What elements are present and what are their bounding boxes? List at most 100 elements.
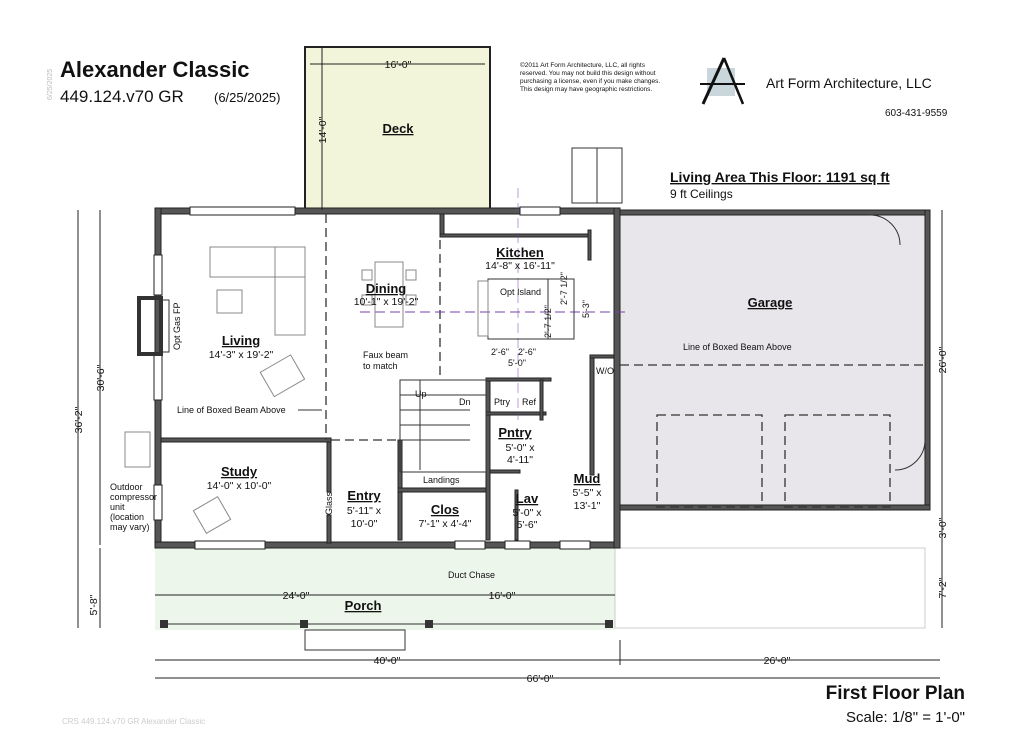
- faux-beam-label-2: to match: [363, 361, 398, 371]
- landings-label: Landings: [423, 475, 460, 485]
- compressor-note: Outdoor compressor unit (location may va…: [110, 482, 157, 532]
- watermark: CRS 449.124.v70 GR Alexander Classic: [62, 717, 205, 726]
- room-kitchen: Kitchen: [496, 245, 544, 260]
- dim-overall-width: 66'-0": [527, 673, 554, 685]
- desk-chair: [192, 496, 232, 534]
- refrigerator-outdoor: [571, 147, 623, 204]
- island-dim: 2'-7 1/2": [543, 305, 553, 338]
- driveway-area: [614, 547, 926, 629]
- entry-size-1: 5'-11" x: [347, 505, 382, 517]
- compressor-unit: [124, 431, 151, 468]
- ceiling-height: 9 ft Ceilings: [670, 187, 733, 201]
- boxed-beam-label-living: Line of Boxed Beam Above: [177, 405, 286, 415]
- dim-garage-width: 26'-0": [764, 655, 791, 667]
- room-clos: Clos: [431, 502, 459, 517]
- copyright-line: ©2011 Art Form Architecture, LLC, all ri…: [520, 61, 646, 69]
- compressor-note-line: (location: [110, 512, 144, 522]
- plan-date: (6/25/2025): [214, 90, 281, 105]
- refrigerator-label: Ref: [522, 397, 537, 407]
- room-pntry: Pntry: [498, 425, 532, 440]
- side-date-stamp: 6/25/2025: [47, 69, 54, 100]
- dim-overall-depth: 36'-2": [73, 406, 85, 433]
- dim-house-depth: 30'-6": [95, 364, 107, 391]
- dimension-lines: [77, 47, 943, 679]
- plan-title: First Floor Plan: [826, 683, 965, 704]
- compressor-note-line: may vary): [110, 522, 150, 532]
- armchair: [259, 354, 306, 398]
- room-porch: Porch: [345, 598, 382, 613]
- island-dim: 2'-6": [518, 347, 536, 357]
- interior-walls: [160, 213, 615, 544]
- kitchen-island: [477, 278, 575, 340]
- fireplace: [137, 296, 170, 356]
- lav-size-1: 5'-0" x: [512, 507, 542, 519]
- porch-area: [155, 548, 615, 630]
- kitchen-size: 14'-8" x 16'-11": [485, 260, 555, 272]
- company-phone: 603-431-9559: [885, 108, 948, 119]
- mud-size-2: 13'-1": [574, 500, 601, 512]
- exterior-walls: [153, 206, 931, 550]
- stair-down-label: Dn: [459, 397, 471, 407]
- room-garage: Garage: [748, 295, 793, 310]
- room-living: Living: [222, 333, 260, 348]
- dim-porch-right: 16'-0": [489, 590, 516, 602]
- living-size: 14'-3" x 19'-2": [209, 349, 274, 361]
- entry-size-2: 10'-0": [351, 518, 378, 530]
- stair-up-label: Up: [415, 389, 427, 399]
- dining-table: [361, 261, 417, 328]
- dim-deck-width: 16'-0": [385, 59, 412, 71]
- living-area: Living Area This Floor: 1191 sq ft: [670, 169, 890, 185]
- study-size: 14'-0" x 10'-0": [207, 480, 272, 492]
- mud-size-1: 5'-5" x: [572, 487, 602, 499]
- dim-garage-depth: 26'-0": [937, 346, 949, 373]
- plan-code: 449.124.v70 GR: [60, 87, 184, 106]
- dim-deck-depth: 14'-0": [317, 116, 329, 143]
- dim-garage-step: 3'-0": [937, 517, 949, 538]
- room-mud: Mud: [574, 471, 601, 486]
- island-dim: 2'-7 1/2": [559, 272, 569, 305]
- pntry-size-1: 5'-0" x: [505, 442, 535, 454]
- garage-area: [620, 213, 925, 510]
- lav-size-2: 5'-6": [517, 519, 538, 531]
- opt-island-label: Opt Island: [500, 287, 541, 297]
- pantry-label: Ptry: [494, 397, 511, 407]
- glass-door-label: Glass: [324, 491, 334, 515]
- company-name: Art Form Architecture, LLC: [766, 75, 932, 91]
- dim-porch-left: 24'-0": [283, 590, 310, 602]
- copyright-line: This design may have geographic restrict…: [520, 86, 652, 93]
- garage-rear-door[interactable]: [894, 439, 926, 471]
- boxed-beam-label-garage: Line of Boxed Beam Above: [683, 342, 792, 352]
- dim-porch-depth: 5'-8": [88, 594, 100, 615]
- island-dim: 5'-0": [508, 358, 526, 368]
- sectional-sofa: [209, 246, 306, 336]
- porch-columns: [160, 620, 613, 628]
- faux-beam-label: Faux beam: [363, 350, 408, 360]
- compressor-note-line: unit: [110, 502, 125, 512]
- island-dim: 5'-3": [581, 300, 591, 318]
- staircase: [399, 379, 487, 473]
- dim-house-width: 40'-0": [374, 655, 401, 667]
- compressor-note-line: compressor: [110, 492, 157, 502]
- plan-name: Alexander Classic: [60, 57, 250, 82]
- room-lav: Lav: [516, 491, 539, 506]
- pntry-size-2: 4'-11": [507, 454, 533, 466]
- ottoman: [216, 289, 243, 314]
- room-deck: Deck: [382, 121, 414, 136]
- copyright-line: purchasing a license, even if you make c…: [520, 78, 660, 85]
- duct-chase-label: Duct Chase: [448, 570, 495, 580]
- island-dim: 2'-6": [491, 347, 509, 357]
- opt-gas-fp-label: Opt Gas FP: [172, 302, 182, 350]
- walk-in-label: W/O: [596, 366, 614, 376]
- plan-scale: Scale: 1/8" = 1'-0": [846, 709, 965, 726]
- porch-steps: [304, 629, 406, 651]
- room-study: Study: [221, 464, 258, 479]
- copyright-notice: ©2011 Art Form Architecture, LLC, all ri…: [520, 61, 660, 93]
- garage-side-door[interactable]: [869, 214, 901, 246]
- dining-size: 10'-1" x 19'-2": [354, 296, 419, 308]
- room-dining: Dining: [366, 281, 406, 296]
- copyright-line: reserved. You may not build this design …: [520, 70, 656, 77]
- room-entry: Entry: [347, 488, 381, 503]
- dim-garage-front: 7'-2": [937, 577, 949, 598]
- company-logo: [700, 57, 745, 105]
